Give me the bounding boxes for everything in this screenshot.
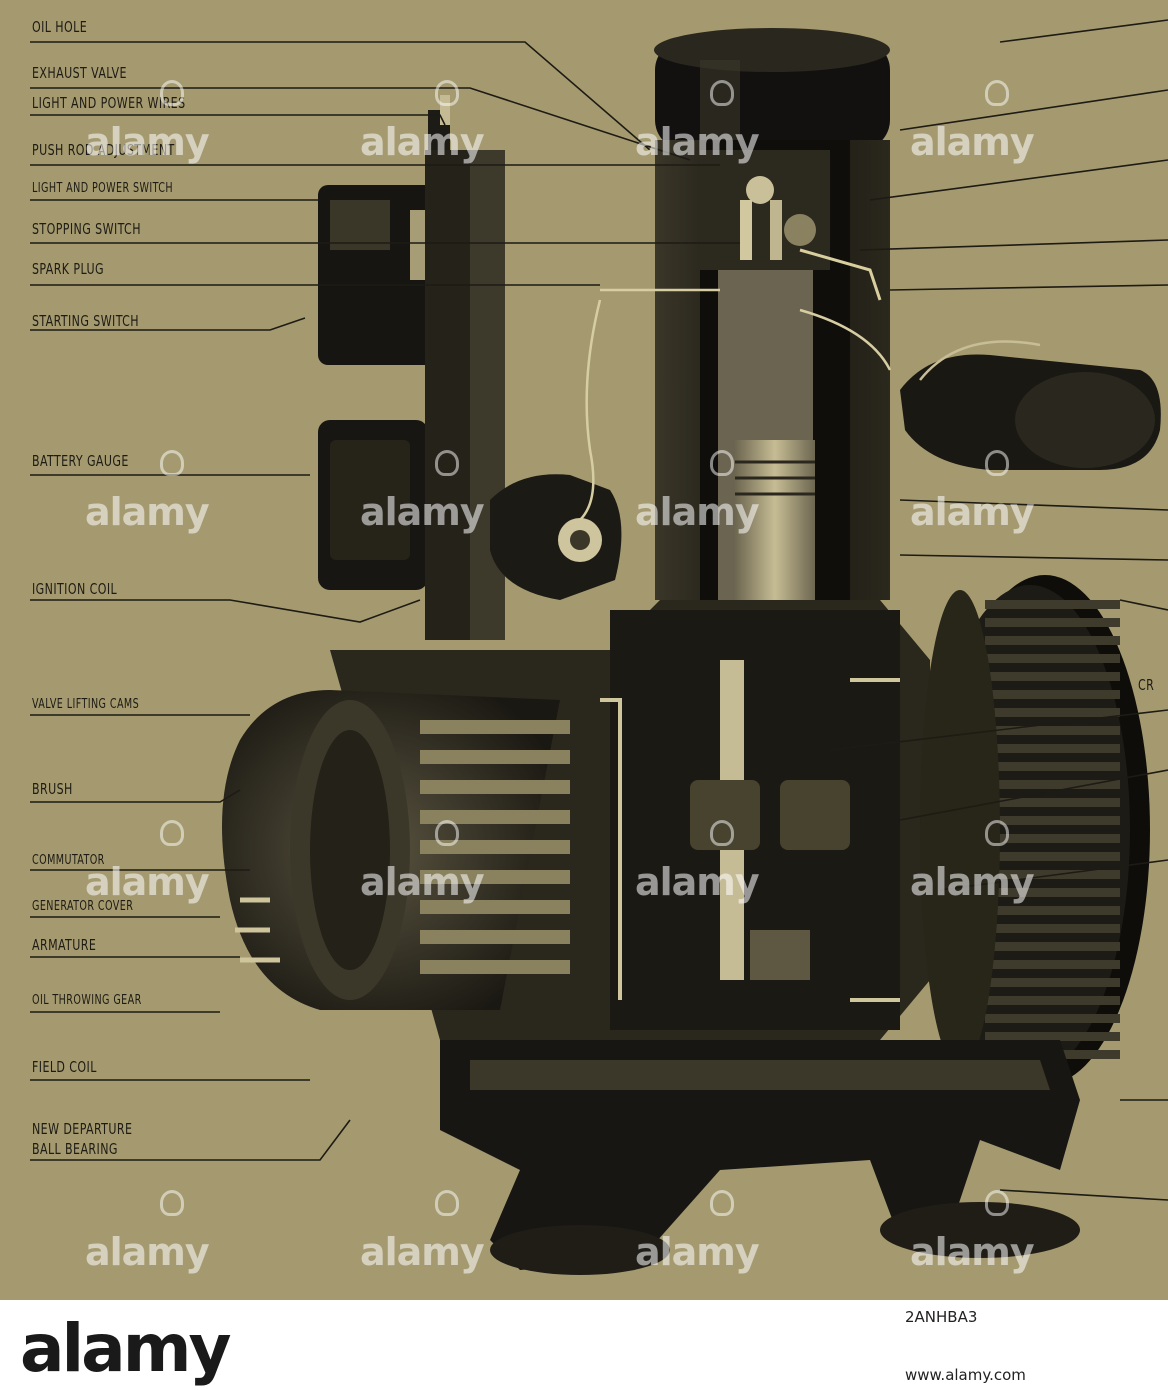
watermark-text: alamy <box>910 1230 1035 1274</box>
label-new-departure: NEW DEPARTURE <box>32 1120 133 1138</box>
label-field-coil: FIELD COIL <box>32 1058 97 1076</box>
watermark-glyph <box>160 80 184 106</box>
watermark-glyph <box>160 820 184 846</box>
fan-fin <box>985 924 1120 933</box>
mounting-plate <box>425 150 505 640</box>
fan-fin <box>985 780 1120 789</box>
battery-gauge-box <box>318 420 428 590</box>
footer-url[interactable]: www.alamy.com <box>905 1366 1026 1384</box>
watermark-glyph <box>985 80 1009 106</box>
fan-fin <box>985 726 1120 735</box>
air-intake <box>900 340 1161 470</box>
fan-fin <box>985 960 1120 969</box>
label-armature: ARMATURE <box>32 936 97 954</box>
fan-fin <box>985 654 1120 663</box>
watermark-glyph <box>985 450 1009 476</box>
watermark-text: alamy <box>85 120 210 164</box>
label-brush: BRUSH <box>32 780 73 798</box>
watermark-glyph <box>435 1190 459 1216</box>
watermark-glyph <box>435 820 459 846</box>
watermark-glyph <box>435 450 459 476</box>
label-push-rod-adjustment: PUSH ROD ADJUSTMENT <box>32 141 175 159</box>
engine-illustration <box>30 19 1168 1275</box>
fan-fin <box>985 816 1120 825</box>
label-valve-lifting-cams: VALVE LIFTING CAMS <box>32 697 140 712</box>
fan-fin <box>985 978 1120 987</box>
fan-fin <box>985 1032 1120 1041</box>
watermark-text: alamy <box>360 490 485 534</box>
watermark-glyph <box>710 80 734 106</box>
fan-fin <box>985 996 1120 1005</box>
label-spark-plug: SPARK PLUG <box>32 260 104 278</box>
label-exhaust-valve: EXHAUST VALVE <box>32 64 127 82</box>
fan-fin <box>985 762 1120 771</box>
fan-fin <box>985 618 1120 627</box>
watermark-text: alamy <box>635 1230 760 1274</box>
watermark-text: alamy <box>85 860 210 904</box>
fan-fin <box>985 798 1120 807</box>
label-ball-bearing: BALL BEARING <box>32 1140 118 1158</box>
cylinder-body <box>655 140 890 610</box>
fan-fin <box>985 1014 1120 1023</box>
watermark-glyph <box>985 820 1009 846</box>
watermark-glyph <box>435 80 459 106</box>
engine-base <box>440 1040 1080 1275</box>
watermark-glyph <box>160 450 184 476</box>
fan-fins <box>985 600 1120 1059</box>
label-oil-throwing-gear: OIL THROWING GEAR <box>32 993 142 1008</box>
label-light-power-switch: LIGHT AND POWER SWITCH <box>32 181 174 196</box>
watermark-text: alamy <box>360 120 485 164</box>
fan-fin <box>985 690 1120 699</box>
fan-fin <box>985 906 1120 915</box>
flywheel-fan <box>920 575 1150 1085</box>
wiring <box>579 288 892 521</box>
fan-fin <box>985 708 1120 717</box>
label-generator-cover: GENERATOR COVER <box>32 899 134 914</box>
watermark-glyph <box>985 1190 1009 1216</box>
fan-fin <box>985 636 1120 645</box>
fan-fin <box>985 672 1120 681</box>
watermark-text: alamy <box>910 490 1035 534</box>
watermark-glyph <box>710 820 734 846</box>
fan-fin <box>985 600 1120 609</box>
leader-lines <box>30 19 1168 1201</box>
image-id: 2ANHBA3 <box>905 1308 978 1326</box>
watermark-text: alamy <box>360 1230 485 1274</box>
watermark-text: alamy <box>360 860 485 904</box>
watermark-glyph <box>160 1190 184 1216</box>
ignition-magneto <box>490 474 622 600</box>
label-commutator: COMMUTATOR <box>32 853 105 868</box>
watermark-glyph <box>710 1190 734 1216</box>
watermark-text: alamy <box>910 120 1035 164</box>
label-battery-gauge: BATTERY GAUGE <box>32 452 129 470</box>
footer-logo[interactable]: alamy <box>20 1310 231 1387</box>
cylinder-cap <box>654 28 890 150</box>
label-oil-hole: OIL HOLE <box>32 18 88 36</box>
fan-fin <box>985 744 1120 753</box>
label-light-power-wires: LIGHT AND POWER WIRES <box>32 94 186 112</box>
watermark-text: alamy <box>635 490 760 534</box>
valve-mechanism <box>700 150 882 301</box>
watermark-glyph <box>710 450 734 476</box>
watermark-text: alamy <box>910 860 1035 904</box>
fan-fin <box>985 852 1120 861</box>
watermark-text: alamy <box>635 120 760 164</box>
watermark-text: alamy <box>85 490 210 534</box>
footer-bar: alamy 2ANHBA3 www.alamy.com <box>0 1300 1168 1390</box>
fan-fin <box>985 888 1120 897</box>
label-starting-switch: STARTING SWITCH <box>32 312 140 330</box>
generator <box>222 690 570 1010</box>
engine-cutaway-diagram: OIL HOLE EXHAUST VALVE LIGHT AND POWER W… <box>30 18 1168 1275</box>
fan-fin <box>985 942 1120 951</box>
watermark-text: alamy <box>85 1230 210 1274</box>
label-right-partial: CR <box>1138 676 1155 694</box>
armature-windings <box>420 720 570 974</box>
label-stopping-switch: STOPPING SWITCH <box>32 220 141 238</box>
watermark-text: alamy <box>635 860 760 904</box>
label-ignition-coil: IGNITION COIL <box>32 580 118 598</box>
fan-fin <box>985 834 1120 843</box>
